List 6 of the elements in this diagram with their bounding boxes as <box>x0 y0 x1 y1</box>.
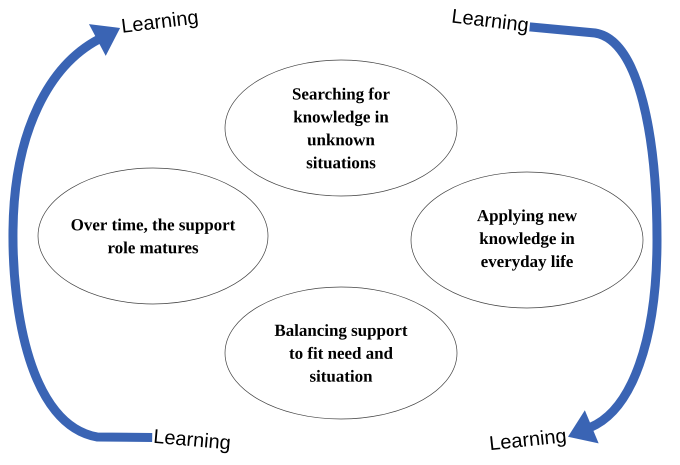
label: Learning <box>452 9 528 36</box>
label: Learning <box>154 429 230 454</box>
curved-arrow <box>8 24 152 442</box>
label: Learning <box>122 12 198 33</box>
curved-arrow <box>529 22 662 444</box>
label: Learning <box>490 430 566 450</box>
